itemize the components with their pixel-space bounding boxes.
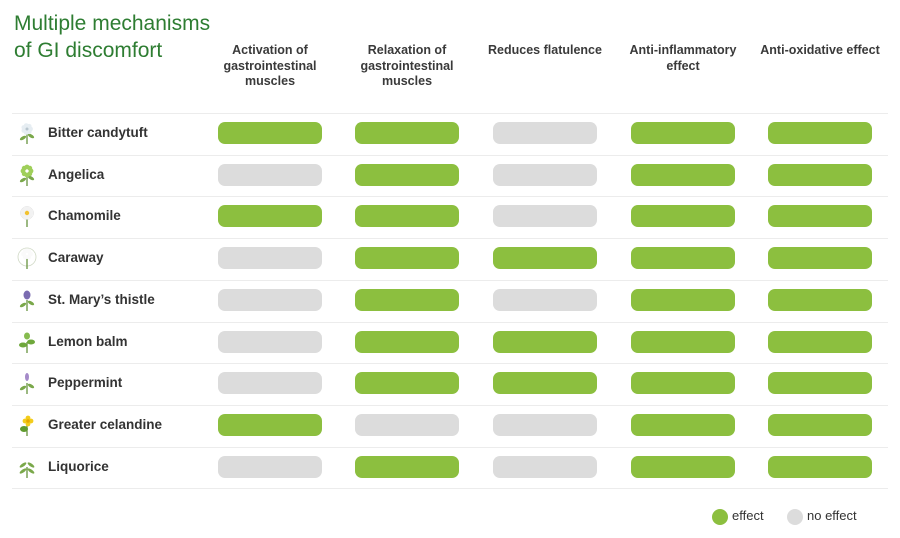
effect-bar <box>218 122 322 144</box>
effect-bar <box>768 122 872 144</box>
effect-bar <box>631 247 735 270</box>
no-effect-bar <box>218 163 322 186</box>
chamomile-icon <box>16 204 38 228</box>
effect-bar <box>355 330 459 353</box>
effect-bar <box>768 413 872 436</box>
herb-name: Greater celandine <box>48 416 163 432</box>
no-effect-bar <box>218 288 322 311</box>
row-divider <box>12 404 888 406</box>
effect-bar <box>631 205 735 228</box>
herb-row: Greater celandine <box>12 405 888 445</box>
effect-bar <box>631 372 735 395</box>
row-divider <box>12 154 888 156</box>
no-effect-bar <box>493 288 597 311</box>
effect-bar <box>218 205 322 228</box>
effect-bar <box>768 330 872 353</box>
herb-name: Liquorice <box>48 458 109 474</box>
herb-name: Chamomile <box>48 208 121 224</box>
liquorice-icon <box>16 455 38 479</box>
lemon-balm-icon <box>16 330 38 354</box>
column-header: Activation of gastrointestinal muscles <box>223 43 317 88</box>
legend-no-effect-swatch <box>787 509 803 525</box>
no-effect-bar <box>218 372 322 395</box>
effect-bar <box>768 205 872 228</box>
row-divider <box>12 238 888 240</box>
effect-bar <box>493 372 597 395</box>
no-effect-bar <box>218 455 322 478</box>
effect-bar <box>768 372 872 395</box>
row-divider <box>12 321 888 323</box>
effect-bar <box>768 455 872 478</box>
legend-effect-swatch <box>712 509 728 525</box>
herb-row: Chamomile <box>12 196 888 236</box>
herb-name: Caraway <box>48 250 104 266</box>
effect-bar <box>631 122 735 144</box>
peppermint-icon <box>16 371 38 395</box>
column-header: Reduces flatulence <box>488 43 602 57</box>
candytuft-icon <box>16 121 38 145</box>
herb-row: Liquorice <box>12 447 888 487</box>
effect-bar <box>768 163 872 186</box>
column-header: Anti-oxidative effect <box>760 43 880 57</box>
effect-bar <box>355 163 459 186</box>
row-divider <box>12 279 888 281</box>
effect-bar <box>631 288 735 311</box>
thistle-icon <box>16 288 38 312</box>
column-header: Relaxation of gastrointestinal muscles <box>360 43 454 88</box>
effect-bar <box>631 455 735 478</box>
row-divider <box>12 488 888 490</box>
effect-bar <box>218 413 322 436</box>
effect-bar <box>493 247 597 270</box>
effect-bar <box>355 205 459 228</box>
herb-name: Lemon balm <box>48 333 128 349</box>
effect-bar <box>768 247 872 270</box>
herb-name: St. Mary’s thistle <box>48 291 155 307</box>
no-effect-bar <box>355 413 459 436</box>
no-effect-bar <box>218 330 322 353</box>
herb-row: St. Mary’s thistle <box>12 280 888 320</box>
legend-effect-label: effect <box>732 508 764 523</box>
effect-bar <box>768 288 872 311</box>
effect-bar <box>355 122 459 144</box>
herb-row: Lemon balm <box>12 322 888 362</box>
effect-bar <box>355 372 459 395</box>
no-effect-bar <box>493 205 597 228</box>
column-header: Anti-inflammatory effect <box>629 43 737 73</box>
effect-bar <box>493 330 597 353</box>
effect-bar <box>631 163 735 186</box>
effect-bar <box>631 413 735 436</box>
herb-row: Bitter candytuft <box>12 113 888 153</box>
legend-no-effect-label: no effect <box>807 508 857 523</box>
row-divider <box>12 363 888 365</box>
celandine-icon <box>16 413 38 437</box>
effect-bar <box>355 455 459 478</box>
no-effect-bar <box>493 413 597 436</box>
herb-name: Angelica <box>48 166 105 182</box>
herb-name: Bitter candytuft <box>48 125 148 140</box>
page-title: Multiple mechanisms of GI discomfort <box>14 12 211 62</box>
angelica-icon <box>16 163 38 187</box>
row-divider <box>12 196 888 198</box>
no-effect-bar <box>218 247 322 270</box>
no-effect-bar <box>493 455 597 478</box>
no-effect-bar <box>493 122 597 144</box>
herb-name: Peppermint <box>48 375 123 391</box>
row-divider <box>12 446 888 448</box>
effect-bar <box>355 247 459 270</box>
effect-bar <box>355 288 459 311</box>
herb-row: Angelica <box>12 155 888 195</box>
row-divider <box>12 113 888 114</box>
herb-row: Peppermint <box>12 363 888 403</box>
effect-bar <box>631 330 735 353</box>
herb-row: Caraway <box>12 238 888 278</box>
no-effect-bar <box>493 163 597 186</box>
caraway-icon <box>16 246 38 270</box>
